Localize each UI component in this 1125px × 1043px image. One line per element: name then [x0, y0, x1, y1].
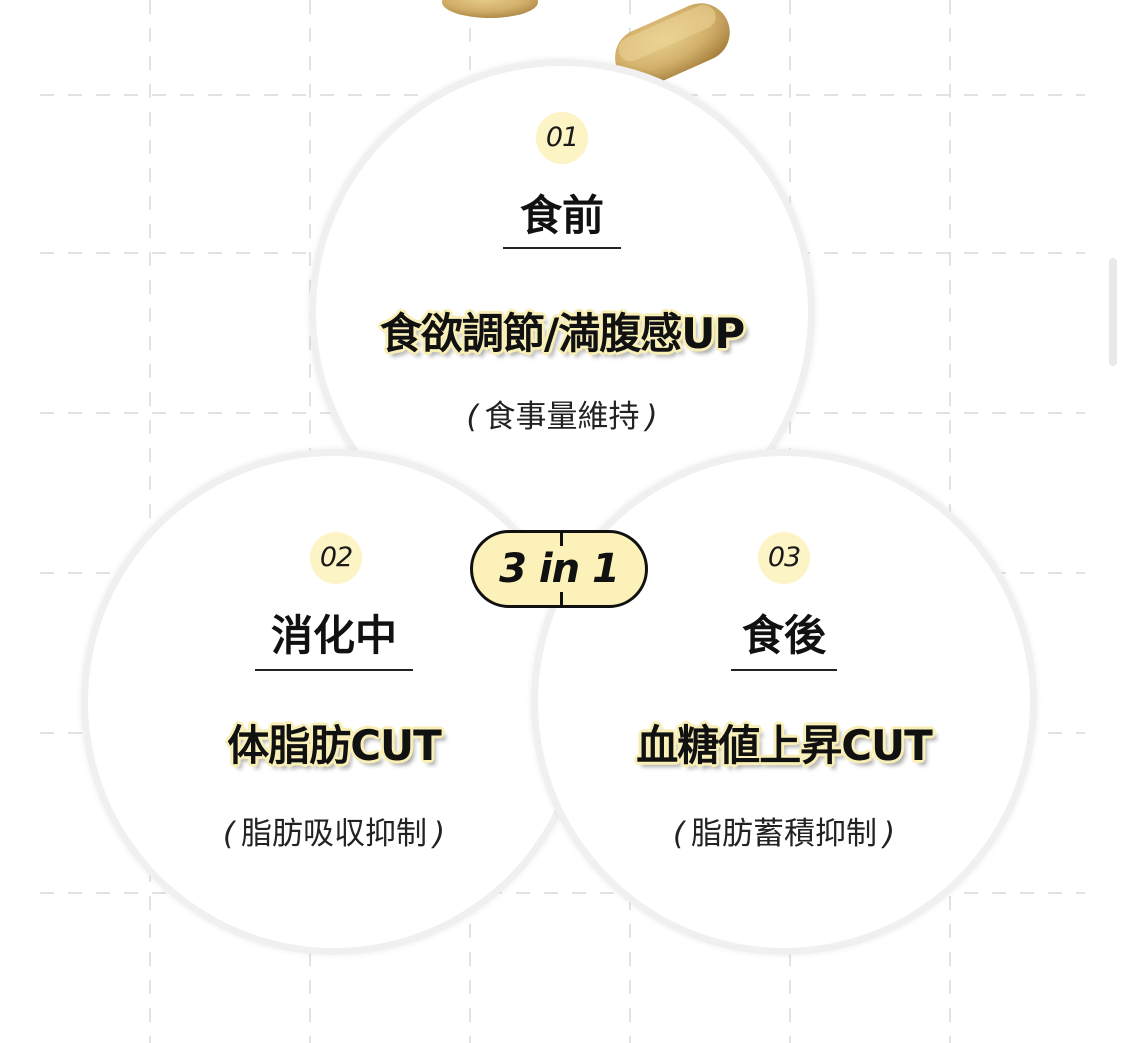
step-number-badge: 01 — [536, 112, 588, 164]
open-paren: ( — [466, 399, 479, 435]
close-paren: ) — [433, 816, 446, 852]
step-detail-value: 脂肪蓄積抑制 — [691, 816, 877, 852]
three-in-one-badge: 3 in 1 — [470, 530, 648, 608]
heading-underline — [255, 669, 413, 671]
heading-underline — [503, 247, 621, 249]
step-effect-text: 体脂肪CUT — [227, 721, 442, 770]
step-number-badge: 03 — [758, 532, 810, 584]
three-in-one-label: 3 in 1 — [499, 546, 620, 592]
close-paren: ) — [645, 399, 658, 435]
tablet-illustration — [442, 0, 730, 87]
step-timing-heading: 食前 — [519, 191, 604, 240]
step-effect-text: 血糖値上昇CUT — [636, 721, 933, 770]
step-timing-heading: 消化中 — [270, 611, 397, 660]
badge-divider-top — [560, 532, 563, 546]
step-detail-text: (脂肪吸収抑制) — [88, 808, 580, 853]
close-paren: ) — [883, 816, 896, 852]
open-paren: ( — [672, 816, 685, 852]
step-number-badge: 02 — [310, 532, 362, 584]
step-timing-heading: 食後 — [741, 611, 826, 660]
step-circle-after-meal: 03 食後 血糖値上昇CUT (脂肪蓄積抑制) — [538, 456, 1030, 948]
open-paren: ( — [222, 816, 235, 852]
heading-underline — [731, 669, 837, 671]
badge-divider-bottom — [560, 592, 563, 606]
step-detail-text: (脂肪蓄積抑制) — [538, 808, 1030, 853]
step-detail-value: 食事量維持 — [484, 399, 640, 435]
scrollbar-thumb[interactable] — [1109, 258, 1117, 366]
step-detail-value: 脂肪吸収抑制 — [241, 816, 427, 852]
step-detail-text: (食事量維持) — [316, 391, 808, 436]
step-effect-text: 食欲調節/満腹感UP — [379, 309, 745, 358]
